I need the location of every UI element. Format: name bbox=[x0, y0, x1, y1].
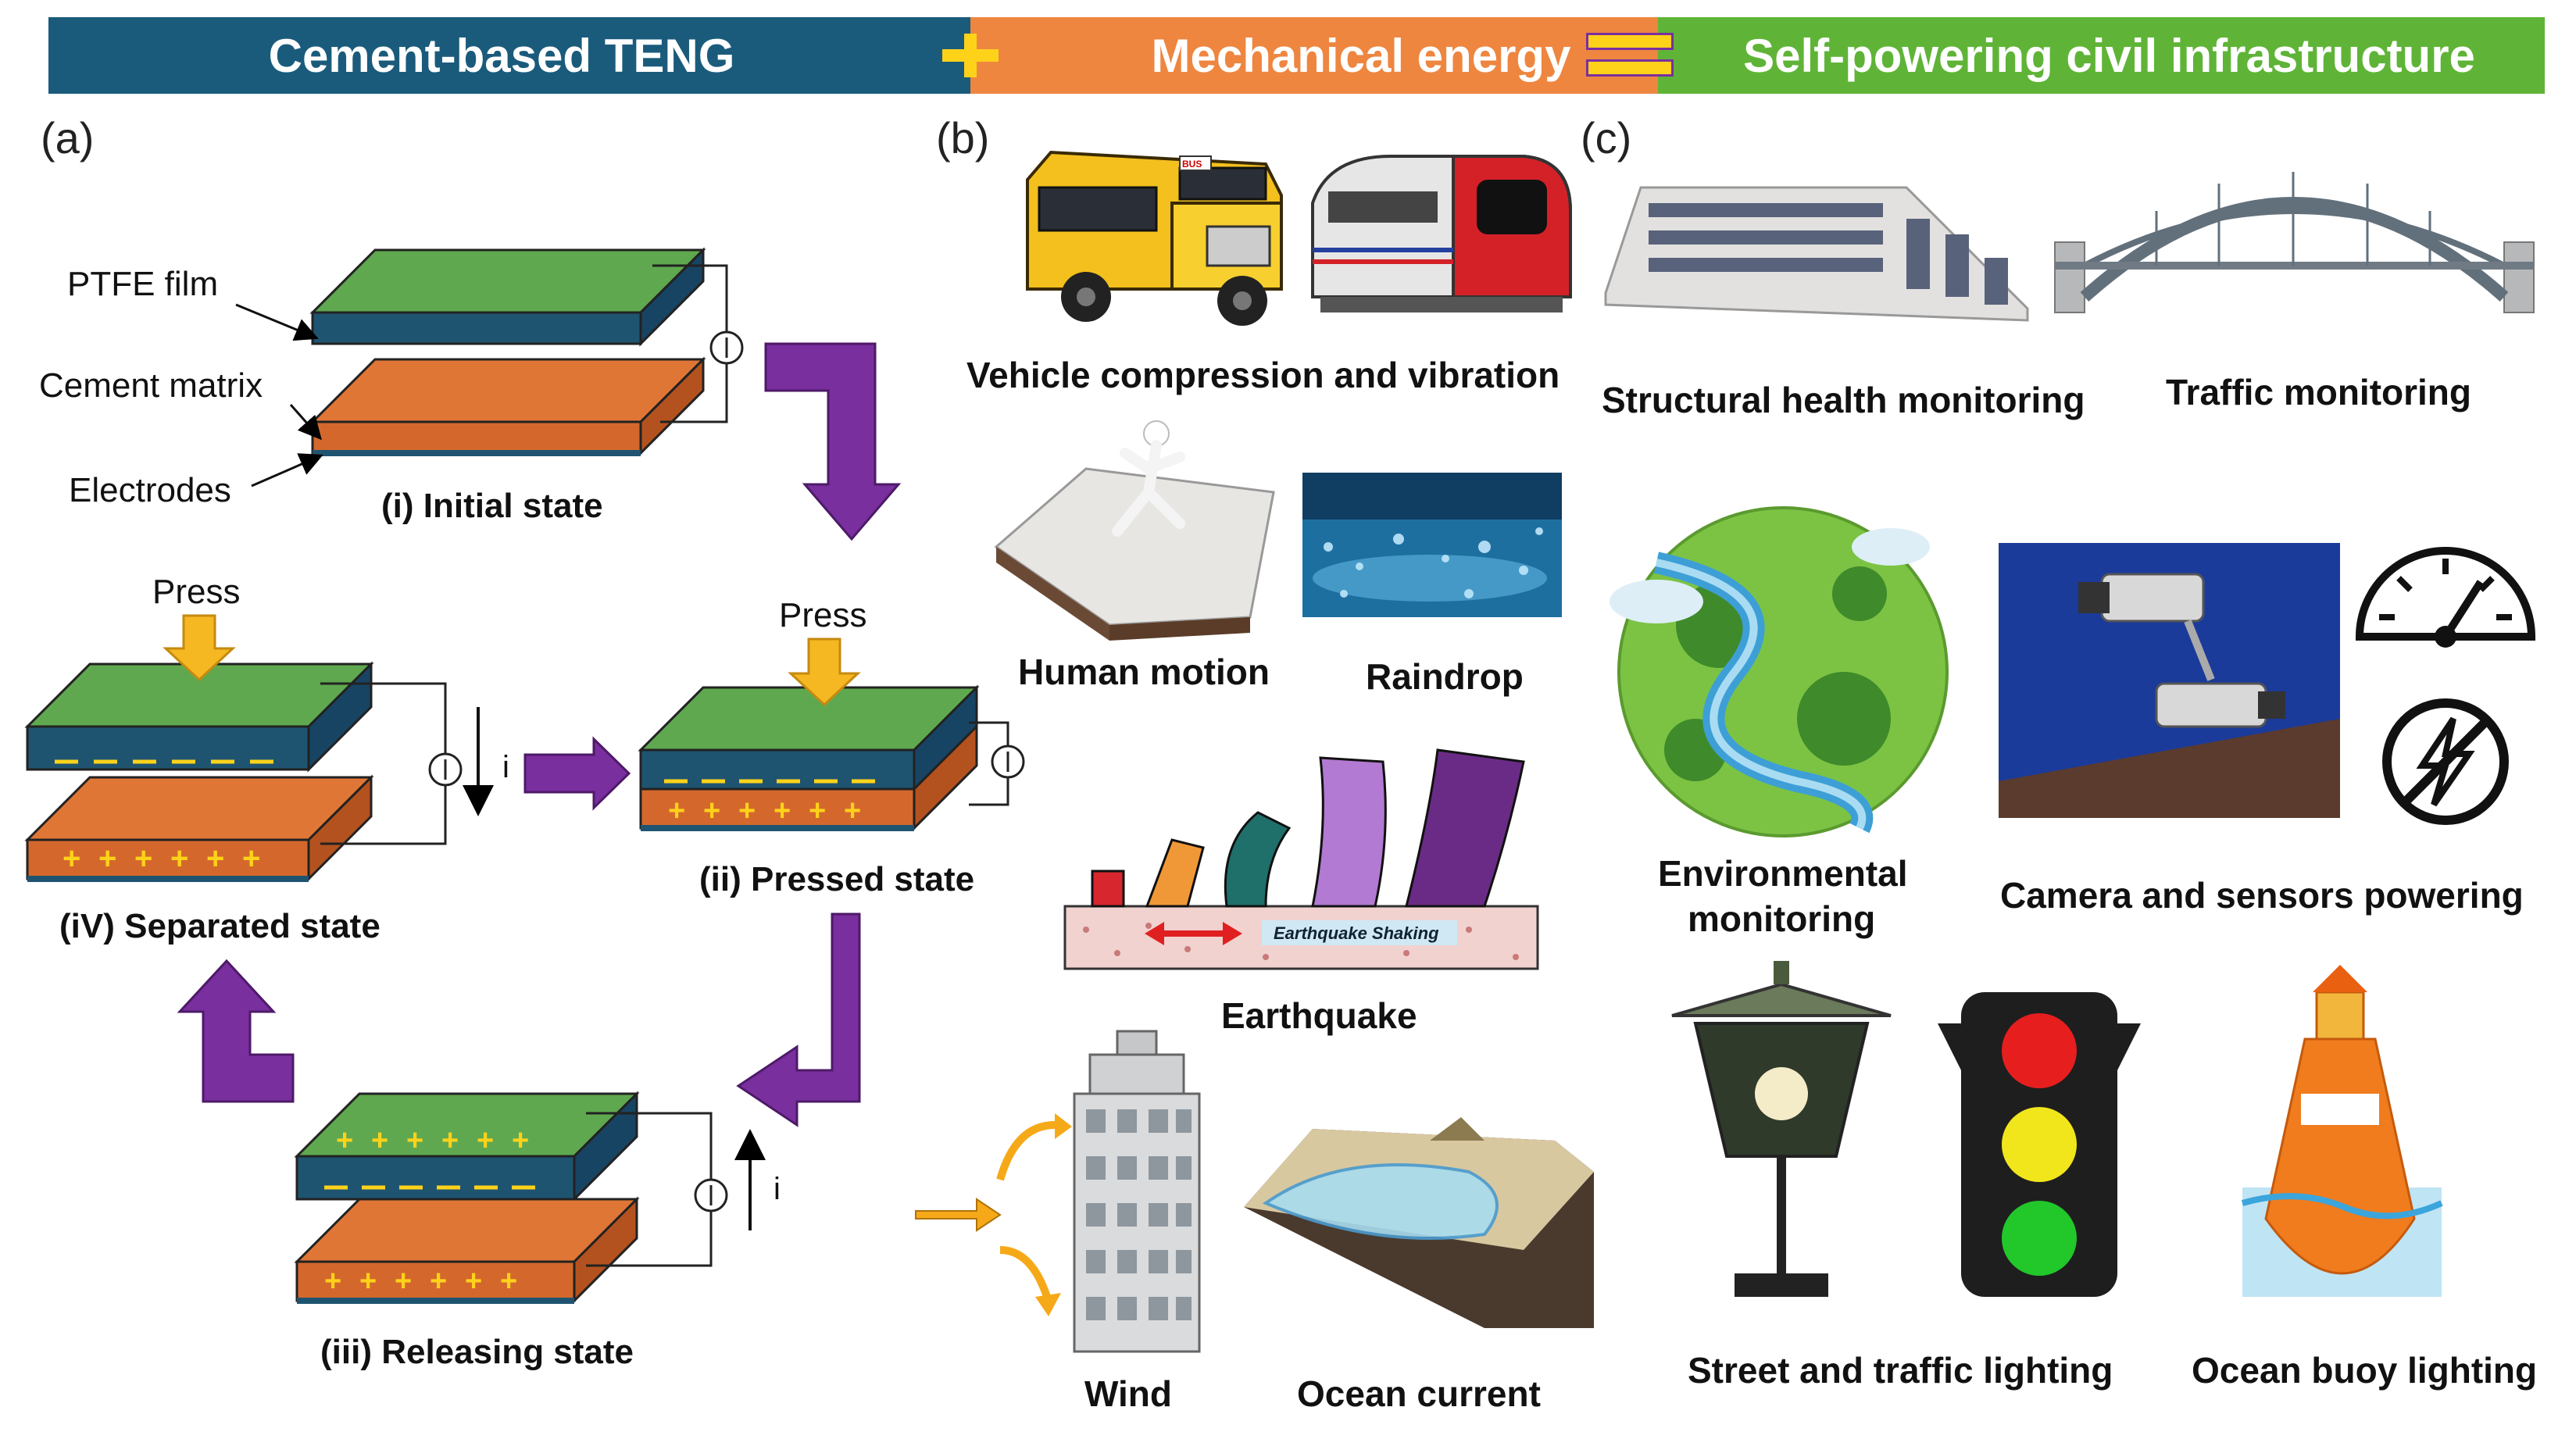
svg-text:+: + bbox=[63, 841, 80, 876]
svg-text:+: + bbox=[406, 1124, 423, 1157]
label-press-right: Press bbox=[779, 596, 866, 634]
panel-c-label: (c) bbox=[1581, 113, 1631, 162]
label-traffic-monitoring: Traffic monitoring bbox=[2166, 372, 2471, 412]
human-motion-image bbox=[994, 420, 1275, 641]
earthquake-image bbox=[1063, 748, 1539, 970]
label-street-lighting: Street and traffic lighting bbox=[1688, 1350, 2113, 1391]
office-building-image bbox=[1604, 186, 2029, 322]
label-electrodes: Electrodes bbox=[69, 471, 231, 509]
svg-text:+: + bbox=[465, 1265, 482, 1298]
street-lamp-image bbox=[1671, 961, 1892, 1297]
label-cement-matrix: Cement matrix bbox=[39, 366, 263, 405]
svg-text:+: + bbox=[359, 1265, 377, 1298]
label-ptfe-film: PTFE film bbox=[67, 265, 218, 303]
svg-text:+: + bbox=[809, 795, 826, 827]
label-press-left: Press bbox=[152, 573, 240, 611]
label-raindrop: Raindrop bbox=[1366, 656, 1524, 697]
svg-text:+: + bbox=[668, 795, 685, 827]
train-image bbox=[1311, 155, 1572, 312]
svg-text:+: + bbox=[441, 1124, 459, 1157]
label-environmental-2: monitoring bbox=[1688, 898, 1875, 939]
svg-text:+: + bbox=[170, 841, 188, 876]
svg-text:+: + bbox=[324, 1265, 341, 1298]
svg-text:+: + bbox=[206, 841, 224, 876]
svg-text:+: + bbox=[500, 1265, 517, 1298]
banner-infra-text: Self-powering civil infrastructure bbox=[1743, 29, 2475, 82]
no-power-icon bbox=[2382, 698, 2509, 825]
label-buoy: Ocean buoy lighting bbox=[2192, 1350, 2537, 1391]
press-arrow-left bbox=[163, 614, 236, 682]
svg-text:+: + bbox=[430, 1265, 447, 1298]
current-label-separated: i bbox=[502, 750, 509, 784]
bus-sign-text: BUS bbox=[1182, 159, 1202, 170]
svg-text:+: + bbox=[703, 795, 720, 827]
raindrop-image bbox=[1302, 473, 1562, 617]
label-earthquake: Earthquake bbox=[1221, 995, 1417, 1036]
banner-infra: Self-powering civil infrastructure bbox=[1658, 17, 2545, 94]
banner-teng: Cement-based TENG bbox=[48, 17, 970, 94]
label-pressed-state: (ii) Pressed state bbox=[699, 860, 974, 898]
arch-bridge-image bbox=[2054, 172, 2535, 313]
teng-initial-state bbox=[309, 247, 744, 456]
flow-arrow-iii-to-iv bbox=[177, 959, 295, 1103]
banner-mechanical-text: Mechanical energy bbox=[1151, 29, 1571, 82]
traffic-light-image bbox=[1938, 992, 2141, 1297]
label-human-motion: Human motion bbox=[1018, 652, 1270, 692]
teng-releasing-state: + + + + + + + + + + + + bbox=[294, 1091, 766, 1304]
label-earthquake-shaking: Earthquake Shaking bbox=[1274, 923, 1439, 943]
flow-arrow-iv-to-ii bbox=[523, 736, 631, 811]
label-releasing-state: (iii) Releasing state bbox=[320, 1333, 634, 1371]
environmental-globe-image bbox=[1610, 506, 1949, 837]
svg-text:+: + bbox=[242, 841, 260, 876]
label-vehicle: Vehicle compression and vibration bbox=[966, 355, 1560, 395]
banner-mechanical: Mechanical energy bbox=[970, 17, 1658, 94]
svg-text:+: + bbox=[98, 841, 116, 876]
security-camera-image bbox=[1999, 543, 2340, 818]
label-separated-state: (iV) Separated state bbox=[59, 907, 381, 945]
svg-text:+: + bbox=[774, 795, 791, 827]
svg-text:+: + bbox=[134, 841, 152, 876]
panel-a-label: (a) bbox=[41, 113, 94, 162]
svg-text:+: + bbox=[395, 1265, 412, 1298]
svg-text:+: + bbox=[844, 795, 861, 827]
teng-separated-state: + + + + + + bbox=[24, 661, 494, 882]
label-camera: Camera and sensors powering bbox=[2000, 875, 2524, 916]
equals-symbol bbox=[1586, 33, 1674, 78]
ocean-current-image bbox=[1244, 1117, 1594, 1328]
banner-teng-text: Cement-based TENG bbox=[268, 29, 735, 82]
label-ocean: Ocean current bbox=[1297, 1373, 1541, 1414]
flow-arrow-ii-to-iii bbox=[736, 912, 861, 1127]
label-structural: Structural health monitoring bbox=[1602, 380, 2085, 420]
svg-text:+: + bbox=[336, 1124, 353, 1157]
svg-text:+: + bbox=[371, 1124, 388, 1157]
label-environmental-1: Environmental bbox=[1658, 853, 1908, 894]
label-wind: Wind bbox=[1084, 1373, 1172, 1414]
plus-symbol bbox=[942, 34, 999, 77]
teng-pressed-state: + + + + + + bbox=[638, 684, 1025, 831]
ocean-buoy-image bbox=[2241, 965, 2443, 1297]
svg-text:+: + bbox=[477, 1124, 494, 1157]
panel-b-label: (b) bbox=[936, 113, 989, 162]
svg-text:+: + bbox=[738, 795, 756, 827]
school-bus-image: BUS bbox=[1026, 150, 1283, 326]
wind-building-image bbox=[915, 1030, 1201, 1353]
label-initial-state: (i) Initial state bbox=[381, 487, 603, 525]
press-arrow-right bbox=[788, 637, 861, 707]
svg-text:+: + bbox=[512, 1124, 529, 1157]
flow-arrow-i-to-ii bbox=[764, 342, 902, 541]
speedometer-icon bbox=[2355, 547, 2536, 648]
current-label-releasing: i bbox=[774, 1172, 781, 1206]
